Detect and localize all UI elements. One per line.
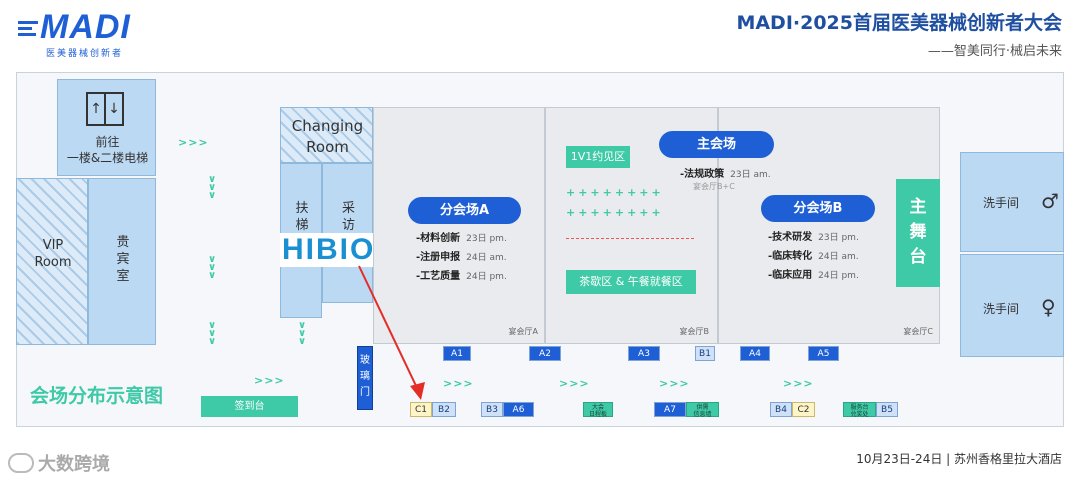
main-venue-badge: 主会场 bbox=[659, 131, 774, 158]
female-icon: ♀ bbox=[1041, 295, 1056, 319]
branch-venue-a-badge: 分会场A bbox=[408, 197, 521, 224]
changing-room: Changing Room bbox=[280, 107, 373, 163]
direction-arrows: >>> bbox=[783, 377, 814, 390]
guest-room-label: 贵 宾 室 bbox=[116, 235, 130, 284]
booth-b5[interactable]: B5 bbox=[876, 402, 898, 417]
direction-arrows-v: ∨ ∨ ∨ bbox=[298, 320, 307, 347]
booth-a6[interactable]: A6 bbox=[503, 402, 534, 417]
elevator-label: 前往 一楼&二楼电梯 bbox=[66, 135, 149, 165]
schedule-board: 大会 日程板 bbox=[583, 402, 613, 418]
booth-a4[interactable]: A4 bbox=[740, 346, 770, 361]
elevator-icon: ↑ ↓ bbox=[86, 92, 124, 126]
restroom-male: 洗手间 ♂ bbox=[960, 152, 1064, 252]
watermark: 大数跨境 bbox=[8, 450, 110, 476]
direction-arrows-v: ∨ ∨ ∨ bbox=[208, 320, 217, 347]
meeting-zone: 1V1约见区 bbox=[566, 146, 630, 168]
booth-b4[interactable]: B4 bbox=[770, 402, 792, 417]
logo-text: MADI bbox=[40, 8, 131, 46]
sign-in-desk: 签到台 bbox=[201, 396, 298, 417]
divider-line bbox=[566, 238, 694, 239]
vip-room-label: VIP Room bbox=[34, 238, 72, 270]
schedule-board-label: 大会 日程板 bbox=[588, 404, 607, 418]
direction-arrows: >>> bbox=[178, 136, 209, 149]
direction-arrows: >>> bbox=[559, 377, 590, 390]
logo-subtitle: 医美器械创新者 bbox=[46, 49, 124, 59]
glass-door: 玻 璃 门 bbox=[357, 346, 373, 410]
direction-arrows: >>> bbox=[659, 377, 690, 390]
vip-room: VIP Room bbox=[16, 178, 88, 345]
glass-door-label: 玻 璃 门 bbox=[360, 355, 370, 398]
hall-a-label: 宴会厅A bbox=[508, 327, 538, 336]
branch-venue-b-badge: 分会场B bbox=[761, 195, 875, 222]
page-title: MADI·2025首届医美器械创新者大会 bbox=[736, 12, 1062, 34]
main-stage: 主 舞 台 bbox=[896, 179, 940, 287]
guest-room: 贵 宾 室 bbox=[88, 178, 156, 345]
main-venue-sublabel: 宴会厅B+C bbox=[693, 182, 735, 191]
booth-b1[interactable]: B1 bbox=[695, 346, 715, 361]
page-subtitle: ——智美同行·械启未来 bbox=[927, 44, 1062, 59]
elevator-area: ↑ ↓ 前往 一楼&二楼电梯 bbox=[57, 79, 156, 176]
booth-a1[interactable]: A1 bbox=[443, 346, 471, 361]
seating-row: ++++++++ bbox=[566, 186, 664, 199]
restroom-label: 洗手间 bbox=[983, 302, 1020, 316]
footer-info: 10月23日-24日 | 苏州香格里拉大酒店 bbox=[856, 452, 1062, 466]
booth-b3[interactable]: B3 bbox=[481, 402, 503, 417]
exhibitor-logo: HIBIO bbox=[280, 233, 378, 267]
restroom-female: 洗手间 ♀ bbox=[960, 254, 1064, 357]
service-desk: 服务台 兑奖处 bbox=[843, 402, 876, 418]
watermark-text: 大数跨境 bbox=[38, 454, 110, 475]
booth-a5[interactable]: A5 bbox=[808, 346, 839, 361]
booth-a2[interactable]: A2 bbox=[529, 346, 561, 361]
supply-demand-wall: 供需 信息墙 bbox=[686, 402, 719, 418]
male-icon: ♂ bbox=[1041, 189, 1059, 213]
logo: MADI 医美器械创新者 bbox=[18, 8, 148, 59]
hall-c-label: 宴会厅C bbox=[903, 327, 933, 336]
escalator-label: 扶 梯 bbox=[295, 201, 309, 233]
interview-room-label: 采 访 bbox=[341, 201, 355, 233]
booth-a3[interactable]: A3 bbox=[628, 346, 660, 361]
booth-a7[interactable]: A7 bbox=[654, 402, 686, 417]
service-desk-label: 服务台 兑奖处 bbox=[850, 404, 869, 418]
logo-speed-lines bbox=[18, 18, 40, 38]
map-title: 会场分布示意图 bbox=[30, 385, 164, 407]
banquet-hall-a: 宴会厅A bbox=[373, 107, 545, 344]
changing-room-label: Changing Room bbox=[291, 117, 364, 156]
direction-arrows: >>> bbox=[443, 377, 474, 390]
supply-demand-wall-label: 供需 信息墙 bbox=[693, 404, 712, 418]
booth-c1[interactable]: C1 bbox=[410, 402, 432, 417]
booth-b2[interactable]: B2 bbox=[432, 402, 456, 417]
watermark-icon bbox=[8, 453, 34, 473]
pointer-arrow bbox=[358, 265, 425, 400]
hall-b-label: 宴会厅B bbox=[679, 327, 710, 336]
direction-arrows-v: ∨ ∨ ∨ bbox=[208, 254, 217, 281]
restroom-label: 洗手间 bbox=[983, 196, 1020, 210]
booth-c2[interactable]: C2 bbox=[792, 402, 815, 417]
direction-arrows-v: ∨ ∨ ∨ bbox=[208, 174, 217, 201]
seating-row: ++++++++ bbox=[566, 206, 664, 219]
tea-lunch-zone: 茶歇区 & 午餐就餐区 bbox=[566, 270, 696, 294]
main-stage-label: 主 舞 台 bbox=[909, 197, 927, 267]
direction-arrows: >>> bbox=[254, 374, 285, 387]
